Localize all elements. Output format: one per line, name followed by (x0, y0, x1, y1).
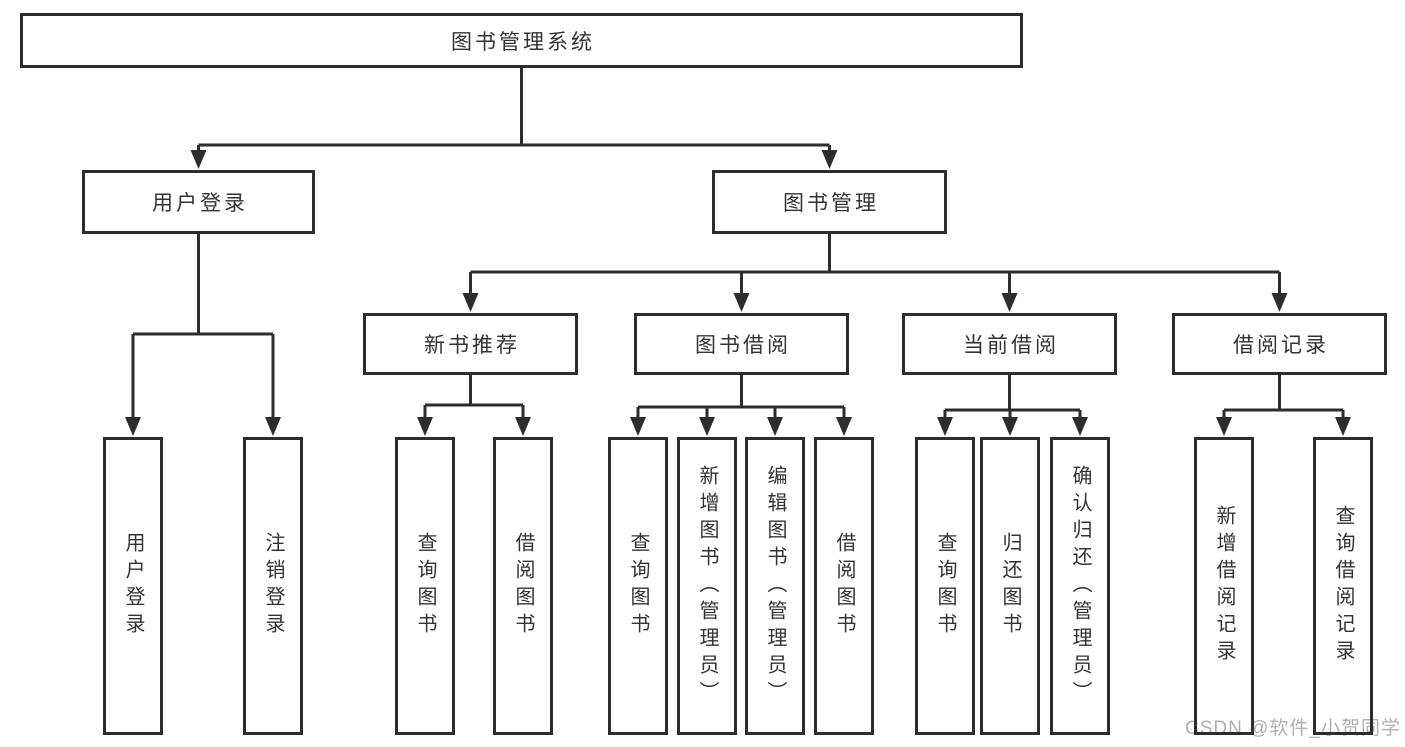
leaf-bookborrow-edit-books-label: 编辑图书（管理员） (764, 464, 786, 708)
leaf-currentborrow-confirm-return: 确认归还（管理员） (1050, 437, 1110, 735)
leaf-bookborrow-query-books: 查询图书 (608, 437, 668, 735)
arrowhead (836, 417, 852, 436)
arrowhead (462, 293, 479, 312)
node-book-borrow: 图书借阅 (634, 313, 849, 375)
arrowhead (190, 150, 207, 169)
arrowhead (1335, 417, 1351, 436)
arrowhead (733, 293, 750, 312)
leaf-bookborrow-query-books-label: 查询图书 (627, 532, 649, 640)
leaf-newbooks-query-books: 查询图书 (395, 437, 455, 735)
arrowhead (125, 417, 141, 436)
arrowhead (1072, 417, 1088, 436)
connector-user-login-to-leaves (125, 234, 281, 436)
leaf-logout-label: 注销登录 (262, 532, 284, 640)
connector-current-borrow-to-leaves (937, 375, 1088, 436)
arrowhead (767, 417, 783, 436)
arrowhead (265, 417, 281, 436)
connector-book-mgmt-to-level2 (462, 234, 1288, 312)
leaf-currentborrow-query-books-label: 查询图书 (934, 532, 956, 640)
leaf-newbooks-borrow-books-label: 借阅图书 (512, 532, 534, 640)
node-root-label: 图书管理系统 (451, 30, 595, 54)
arrowhead (1271, 293, 1288, 312)
connector-borrow-records-to-leaves (1216, 375, 1351, 436)
connector-book-borrow-to-leaves (630, 375, 852, 436)
leaf-records-query-record-label: 查询借阅记录 (1332, 505, 1354, 667)
node-new-books: 新书推荐 (363, 313, 578, 375)
leaf-records-add-record-label: 新增借阅记录 (1213, 505, 1235, 667)
connector-root-to-level1 (190, 68, 838, 169)
node-borrow-records: 借阅记录 (1172, 313, 1387, 375)
node-book-mgmt: 图书管理 (712, 170, 947, 234)
arrowhead (417, 417, 433, 436)
node-root: 图书管理系统 (20, 13, 1023, 68)
node-borrow-records-label: 借阅记录 (1233, 334, 1329, 357)
leaf-bookborrow-borrow-books: 借阅图书 (814, 437, 874, 735)
node-new-books-label: 新书推荐 (424, 334, 520, 357)
node-current-borrow-label: 当前借阅 (963, 334, 1059, 357)
node-current-borrow: 当前借阅 (902, 313, 1117, 375)
arrowhead (515, 417, 531, 436)
leaf-currentborrow-confirm-return-label: 确认归还（管理员） (1069, 464, 1091, 708)
arrowhead (630, 417, 646, 436)
leaf-bookborrow-borrow-books-label: 借阅图书 (833, 532, 855, 640)
leaf-bookborrow-add-books: 新增图书（管理员） (677, 437, 737, 735)
leaf-records-add-record: 新增借阅记录 (1194, 437, 1254, 735)
leaf-user-login-label: 用户登录 (122, 532, 144, 640)
node-user-login: 用户登录 (82, 170, 315, 234)
leaf-currentborrow-return-books: 归还图书 (980, 437, 1040, 735)
csdn-watermark: CSDN @软件_小贺同学 (1185, 718, 1401, 739)
arrowhead (1001, 293, 1018, 312)
arrowhead (937, 417, 953, 436)
leaf-newbooks-query-books-label: 查询图书 (414, 532, 436, 640)
arrowhead (699, 417, 715, 436)
leaf-bookborrow-edit-books: 编辑图书（管理员） (745, 437, 805, 735)
node-book-borrow-label: 图书借阅 (695, 334, 791, 357)
leaf-user-login: 用户登录 (103, 437, 163, 735)
arrowhead (821, 150, 838, 169)
connector-new-books-to-leaves (417, 375, 531, 436)
node-book-mgmt-label: 图书管理 (783, 192, 879, 215)
arrowhead (1216, 417, 1232, 436)
leaf-newbooks-borrow-books: 借阅图书 (493, 437, 553, 735)
node-user-login-label: 用户登录 (152, 192, 248, 215)
leaf-bookborrow-add-books-label: 新增图书（管理员） (696, 464, 718, 708)
leaf-logout: 注销登录 (243, 437, 303, 735)
leaf-currentborrow-query-books: 查询图书 (915, 437, 975, 735)
arrowhead (1002, 417, 1018, 436)
leaf-currentborrow-return-books-label: 归还图书 (999, 532, 1021, 640)
leaf-records-query-record: 查询借阅记录 (1313, 437, 1373, 735)
